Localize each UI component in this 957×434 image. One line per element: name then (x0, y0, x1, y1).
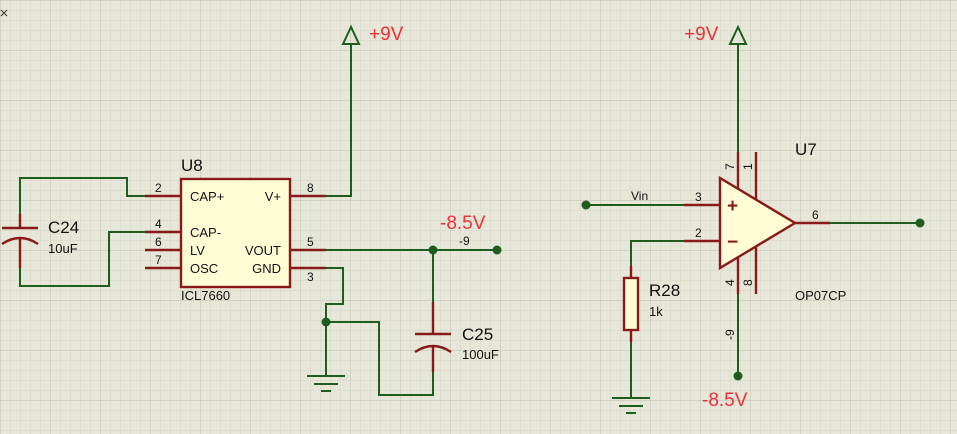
u7-opamp[interactable]: + − 3 2 6 7 1 4 8 U7 OP07CP (684, 140, 846, 303)
u7-pin-number-8: 8 (741, 279, 755, 286)
u8-label-vplus: V+ (265, 189, 281, 204)
u8-pin-number-2: 2 (155, 181, 162, 195)
u7-pin-number-6: 6 (812, 208, 819, 222)
c24-capacitor[interactable]: C24 10uF (1, 214, 79, 268)
pos-supply-arrow-icon-left (341, 24, 361, 45)
c24-value: 10uF (48, 241, 78, 256)
u8-pin-number-7: 7 (155, 253, 162, 267)
pos-supply-label-right: +9V (684, 24, 719, 45)
wire-c24-top-to-pin2 (19, 177, 145, 224)
wire-pin8-to-pos-supply (326, 44, 352, 197)
u8-pin-number-8: 8 (307, 181, 314, 195)
u7-pin-number-3: 3 (695, 190, 702, 204)
r28-reference: R28 (649, 281, 680, 300)
u8-label-cap-plus: CAP+ (190, 189, 224, 204)
u7-reference: U7 (795, 140, 817, 159)
u8-label-cap-minus: CAP- (190, 225, 221, 240)
u8-label-lv: LV (190, 243, 205, 258)
neg-supply-label-right: -8.5V (702, 390, 748, 411)
c25-capacitor[interactable]: C25 100uF (414, 302, 499, 372)
origin-marker-icon (0, 9, 8, 17)
u7-pin-number-7: 7 (723, 163, 737, 170)
wire-gnd-to-c25 (326, 321, 434, 396)
u8-part-name: ICL7660 (181, 288, 230, 303)
u8-label-gnd: GND (252, 261, 281, 276)
vin-label: Vin (631, 189, 648, 203)
u8-pin-number-6: 6 (155, 235, 162, 249)
u8-label-vout: VOUT (245, 243, 281, 258)
u8-ic[interactable]: 2 4 6 7 8 5 3 CAP+ CAP- LV OSC V+ VOUT G… (145, 156, 326, 303)
junction-dot-vout (428, 245, 438, 255)
u7-plus-sign: + (727, 196, 738, 217)
r28-resistor[interactable]: R28 1k (622, 266, 680, 342)
neg-net-label-right: -9 (723, 329, 737, 340)
c24-reference: C24 (48, 218, 79, 237)
u7-pin-number-2: 2 (695, 226, 702, 240)
vin-terminal-dot (581, 200, 591, 210)
u7-minus-sign: − (727, 232, 738, 253)
u8-pin-number-3: 3 (307, 270, 314, 284)
pos-supply-label-left: +9V (369, 24, 404, 45)
ground-symbol-icon-right (612, 397, 650, 414)
pos-supply-arrow-icon-right (728, 24, 748, 45)
u8-pin-number-5: 5 (307, 235, 314, 249)
u7-pin-number-4: 4 (723, 279, 737, 286)
u7-pin-number-1: 1 (741, 163, 755, 170)
c25-reference: C25 (462, 325, 493, 344)
neg-supply-label-left: -8.5V (440, 213, 486, 234)
wire-c24-bottom-to-pin4 (19, 231, 145, 287)
wire-gnd-pin (325, 267, 344, 376)
u7-part-name: OP07CP (795, 288, 846, 303)
junction-dot-gnd (321, 317, 331, 327)
ground-symbol-icon-left (307, 375, 345, 392)
net-terminal-dot-left (492, 245, 502, 255)
r28-value: 1k (649, 304, 663, 319)
u8-pin-number-4: 4 (155, 217, 162, 231)
wire-pin2-to-r28 (630, 240, 684, 274)
u8-reference: U8 (181, 156, 203, 175)
r28-body (622, 276, 640, 332)
output-terminal-dot (915, 218, 925, 228)
u7-body (718, 175, 798, 271)
c25-value: 100uF (462, 347, 499, 362)
u8-body (179, 177, 292, 289)
u8-label-osc: OSC (190, 261, 218, 276)
neg-supply-terminal-dot (733, 371, 743, 381)
neg-net-label-left: -9 (459, 234, 470, 248)
